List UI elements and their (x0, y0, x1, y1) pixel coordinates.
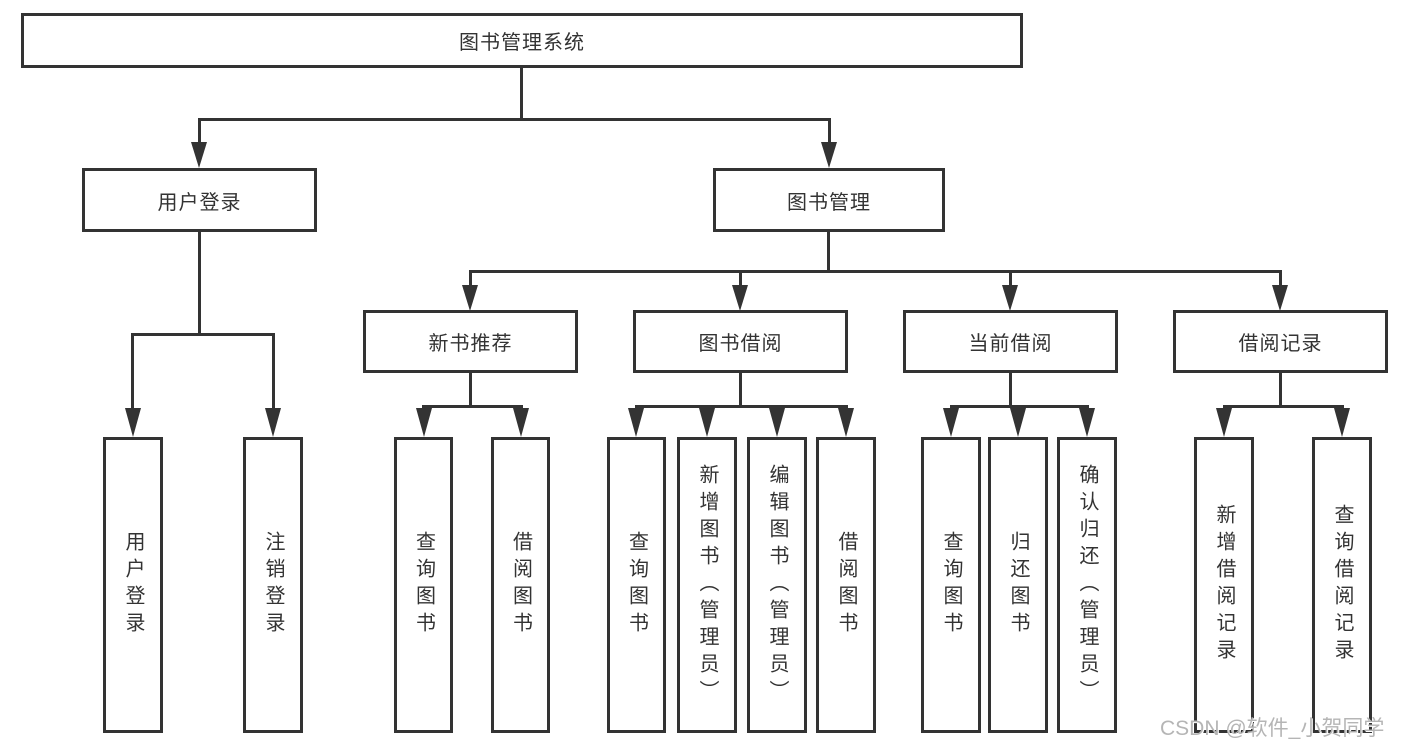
leaf-confirm-return-admin: 确认归还（管理员） (1057, 437, 1117, 733)
connector-bookborrow-split (635, 405, 848, 408)
csdn-watermark: CSDN @软件_小贺同学 (1160, 717, 1385, 740)
arrow-down-icon (943, 408, 959, 437)
leaf-add-book-admin: 新增图书（管理员） (677, 437, 737, 733)
connector-drop-l3 (469, 270, 472, 286)
leaf-borrow-books: 借阅图书 (816, 437, 876, 733)
connector-root-split (198, 118, 831, 121)
node-label: 借阅记录 (1238, 333, 1323, 355)
connector-newbook-split (422, 405, 523, 408)
node-book-borrowing: 图书借阅 (633, 310, 848, 373)
node-label: 确认归还（管理员） (1076, 463, 1098, 707)
arrow-down-icon (838, 408, 854, 437)
connector-records-split (1223, 405, 1344, 408)
arrow-down-icon (191, 142, 207, 168)
node-label: 查询图书 (940, 531, 962, 639)
connector-drop-user-login (198, 118, 201, 145)
arrow-down-icon (125, 408, 141, 437)
node-borrowing-records: 借阅记录 (1173, 310, 1388, 373)
node-label: 新增借阅记录 (1213, 504, 1235, 666)
connector-records-stem (1279, 373, 1282, 408)
leaf-query-books: 查询图书 (394, 437, 453, 733)
node-label: 查询图书 (625, 531, 648, 639)
connector-root-stem (520, 68, 523, 120)
arrow-down-icon (821, 142, 837, 168)
arrow-down-icon (1010, 408, 1026, 437)
connector-drop-l3 (1009, 270, 1012, 286)
node-label: 用户登录 (122, 531, 144, 639)
arrow-down-icon (1272, 285, 1288, 311)
leaf-add-borrow-record: 新增借阅记录 (1194, 437, 1254, 733)
arrow-down-icon (265, 408, 281, 437)
arrow-down-icon (1079, 408, 1095, 437)
node-label: 图书借阅 (698, 333, 783, 355)
node-label: 新增图书（管理员） (696, 463, 718, 707)
node-label: 查询图书 (412, 531, 435, 639)
arrow-down-icon (462, 285, 478, 311)
connector-drop-l3 (1279, 270, 1282, 286)
arrow-down-icon (416, 408, 432, 437)
arrow-down-icon (628, 408, 644, 437)
node-label: 归还图书 (1007, 531, 1029, 639)
arrow-down-icon (513, 408, 529, 437)
connector-currentborrow-stem (1009, 373, 1012, 408)
leaf-query-borrow-record: 查询借阅记录 (1312, 437, 1372, 733)
node-label: 当前借阅 (968, 333, 1053, 355)
connector-bookmgmt-split (469, 270, 1282, 273)
arrow-down-icon (1334, 408, 1350, 437)
node-current-borrowing: 当前借阅 (903, 310, 1118, 373)
node-label: 新书推荐 (428, 333, 513, 355)
leaf-user-login: 用户登录 (103, 437, 163, 733)
node-book-management: 图书管理 (713, 168, 945, 232)
connector-bookborrow-stem (739, 373, 742, 408)
node-label: 用户登录 (157, 191, 242, 214)
arrow-down-icon (699, 408, 715, 437)
arrow-down-icon (1216, 408, 1232, 437)
connector-bookmgmt-stem (827, 232, 830, 272)
arrow-down-icon (732, 285, 748, 311)
node-label: 注销登录 (262, 531, 284, 639)
node-label: 借阅图书 (835, 531, 857, 639)
arrow-down-icon (769, 408, 785, 437)
arrow-down-icon (1002, 285, 1018, 311)
connector-drop-book-mgmt (828, 118, 831, 145)
node-new-book-recommend: 新书推荐 (363, 310, 578, 373)
leaf-edit-book-admin: 编辑图书（管理员） (747, 437, 807, 733)
leaf-borrow-books: 借阅图书 (491, 437, 550, 733)
connector-newbook-stem (469, 373, 472, 408)
connector-userlogin-stem (198, 232, 201, 335)
leaf-logout: 注销登录 (243, 437, 303, 733)
node-user-login: 用户登录 (82, 168, 317, 232)
connector-drop-leaf (131, 333, 134, 410)
node-label: 查询借阅记录 (1331, 504, 1353, 666)
leaf-return-books: 归还图书 (988, 437, 1048, 733)
node-library-management-system: 图书管理系统 (21, 13, 1023, 68)
node-label: 图书管理系统 (459, 32, 585, 54)
connector-drop-leaf (272, 333, 275, 410)
node-label: 图书管理 (787, 191, 871, 214)
connector-userlogin-split (132, 333, 275, 336)
leaf-query-books: 查询图书 (921, 437, 981, 733)
node-label: 编辑图书（管理员） (766, 463, 788, 707)
leaf-query-books: 查询图书 (607, 437, 666, 733)
node-label: 借阅图书 (509, 531, 532, 639)
connector-drop-l3 (739, 270, 742, 286)
